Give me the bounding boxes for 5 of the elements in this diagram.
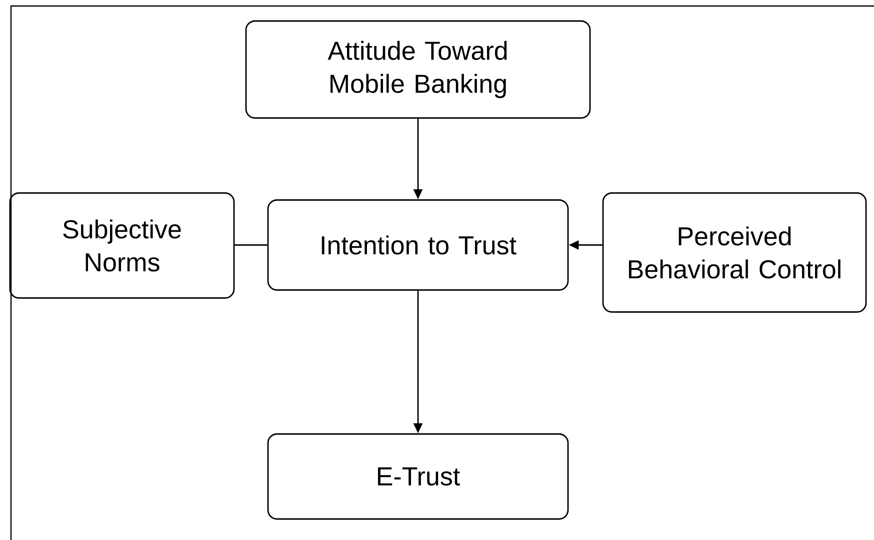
concept-box: Intention to Trust <box>267 199 569 291</box>
concept-box: Attitude Toward Mobile Banking <box>245 20 591 119</box>
concept-box: Perceived Behavioral Control <box>602 192 867 313</box>
concept-box: E-Trust <box>267 433 569 520</box>
concept-box: Subjective Norms <box>9 192 235 299</box>
